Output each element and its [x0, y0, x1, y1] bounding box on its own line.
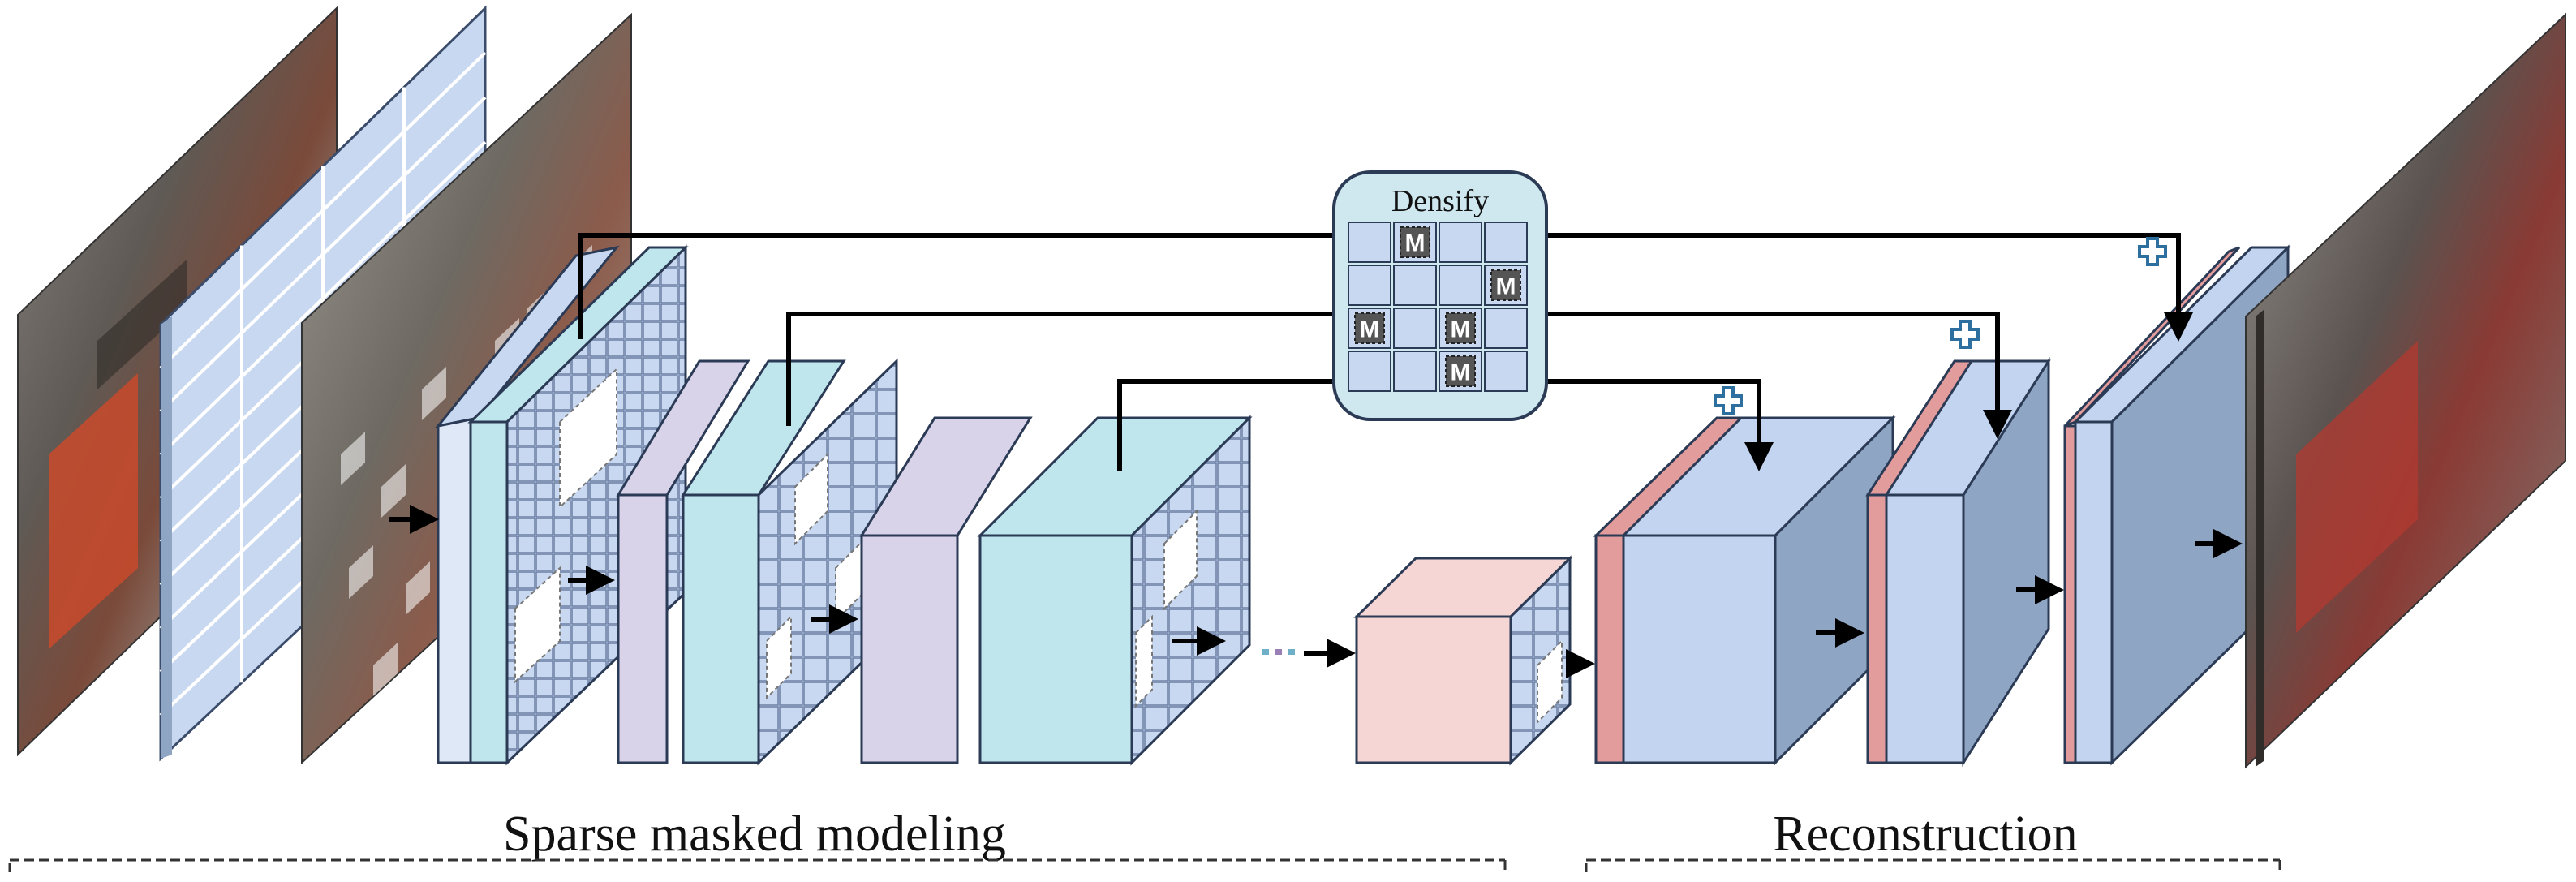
ellipsis-dots [1262, 649, 1295, 655]
densify-cell [1393, 308, 1437, 349]
densify-cell [1439, 222, 1482, 263]
ellipsis-dot [1275, 649, 1282, 655]
encoder-stage-3 [859, 415, 1253, 766]
decoder-bracket [1585, 858, 2281, 872]
densify-cell [1348, 222, 1391, 263]
skip-connections [578, 233, 2181, 471]
densify-title: Densify [1391, 184, 1489, 218]
mask-token-label: M [1360, 316, 1380, 343]
masked-patch [406, 561, 430, 615]
densify-cell [1393, 351, 1437, 392]
masked-patch [349, 545, 373, 599]
masked-patch [373, 643, 398, 696]
section-label-decoder: Reconstruction [1773, 807, 2077, 862]
mask-token-label: M [1405, 230, 1426, 257]
ellipsis-dot [1288, 649, 1295, 655]
ellipsis-dot [1262, 649, 1269, 655]
mask-token [1445, 312, 1476, 344]
densify-cell [1484, 222, 1528, 263]
decoder-stage-3 [2063, 244, 2291, 766]
mask-token [1354, 312, 1385, 344]
plus-icon [1950, 320, 1980, 349]
masked-patch [422, 367, 446, 420]
densify-cell [1348, 265, 1391, 306]
densify-cell [1484, 308, 1528, 349]
section-label-encoder: Sparse masked modeling [503, 807, 1006, 862]
mask-token [1490, 269, 1521, 301]
mask-token-label: M [1451, 359, 1471, 386]
mask-token [1400, 226, 1430, 258]
reconstructed-video-frame [2245, 12, 2566, 769]
densify-cell [1393, 265, 1437, 306]
decoder-stage-1 [1593, 415, 1896, 766]
mask-token-label: M [1451, 316, 1471, 343]
densify-cell [1348, 351, 1391, 392]
densify-cell [1439, 265, 1482, 306]
encoder-bracket [8, 858, 1507, 872]
masked-patch [381, 464, 406, 518]
decoder-stage-2 [1865, 356, 2051, 768]
plus-icon [1714, 386, 1743, 415]
densify-cell [1484, 351, 1528, 392]
bottleneck-block [1353, 555, 1573, 766]
masked-patch [341, 432, 365, 485]
mask-token-label: M [1496, 273, 1516, 300]
plus-icon [2138, 237, 2167, 266]
mask-token [1445, 355, 1476, 387]
